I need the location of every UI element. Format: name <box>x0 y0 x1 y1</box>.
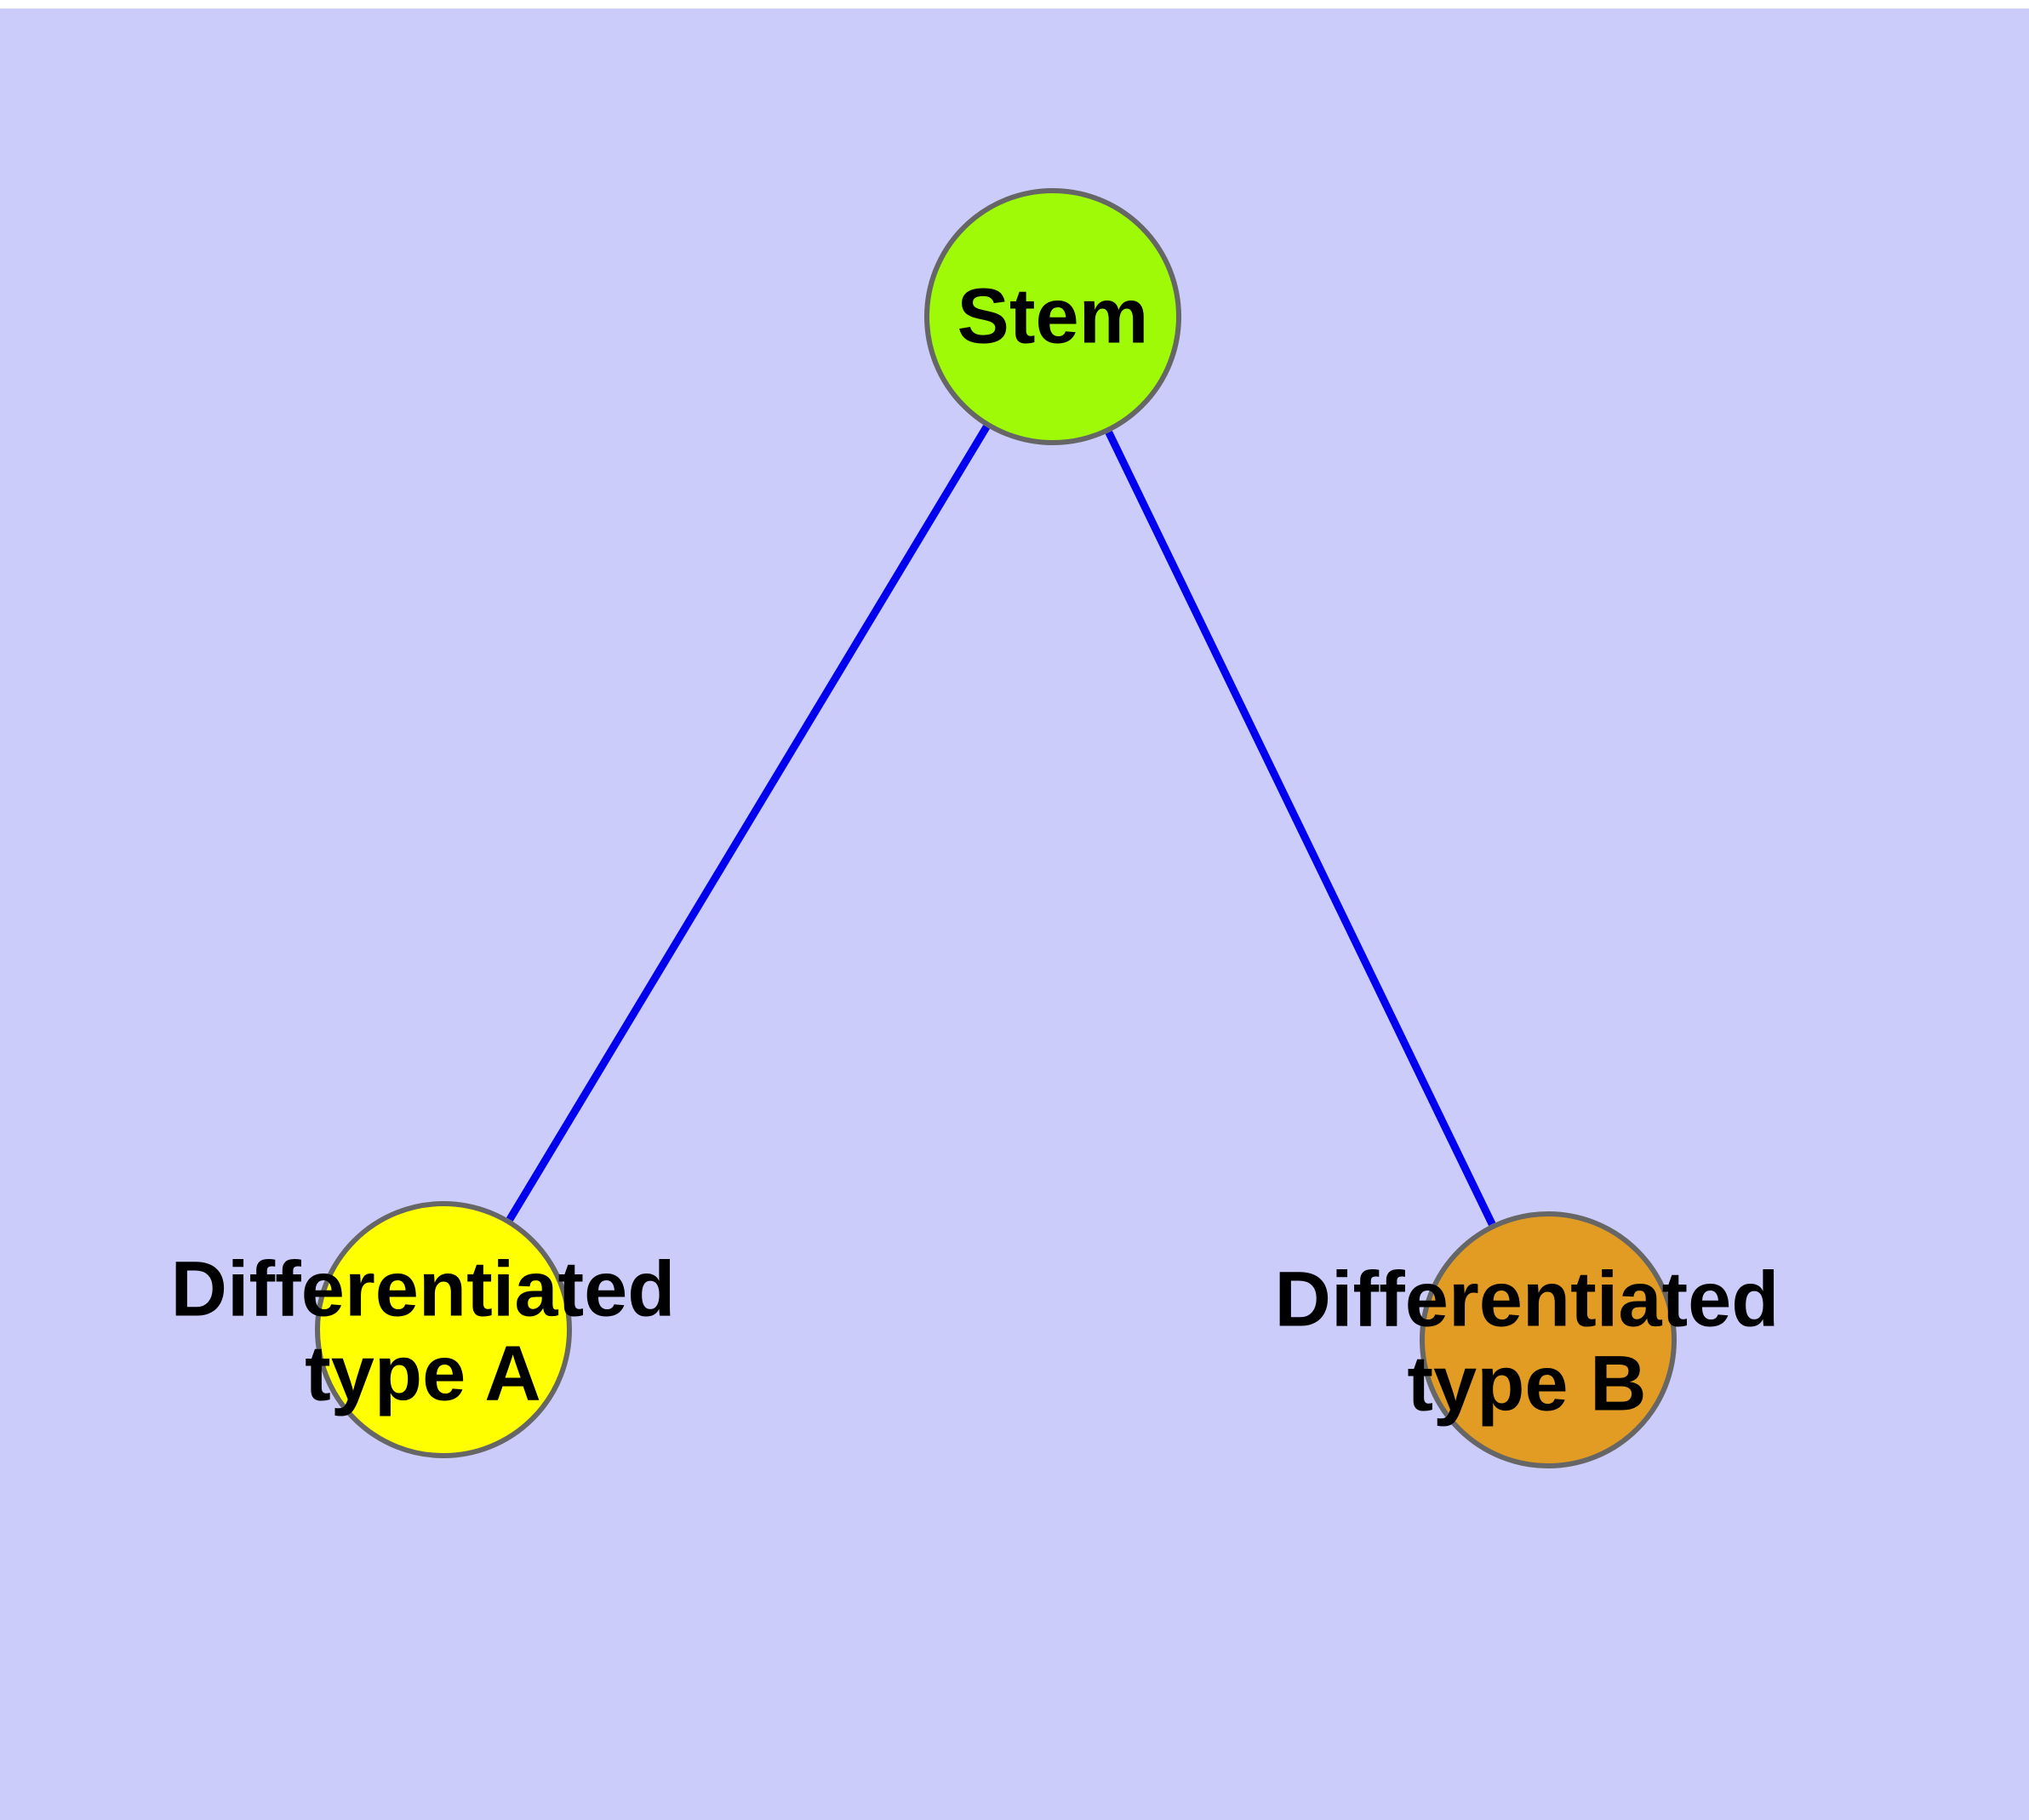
edge-stem-to-differentiated-type-b[interactable] <box>1105 430 1496 1227</box>
node-layer <box>315 188 1677 1468</box>
node-differentiated-type-a[interactable] <box>315 1201 572 1458</box>
edge-layer <box>506 425 1496 1227</box>
node-differentiated-type-b[interactable] <box>1420 1211 1677 1468</box>
node-stem[interactable] <box>924 188 1181 445</box>
edge-stem-to-differentiated-type-a[interactable] <box>506 425 991 1222</box>
